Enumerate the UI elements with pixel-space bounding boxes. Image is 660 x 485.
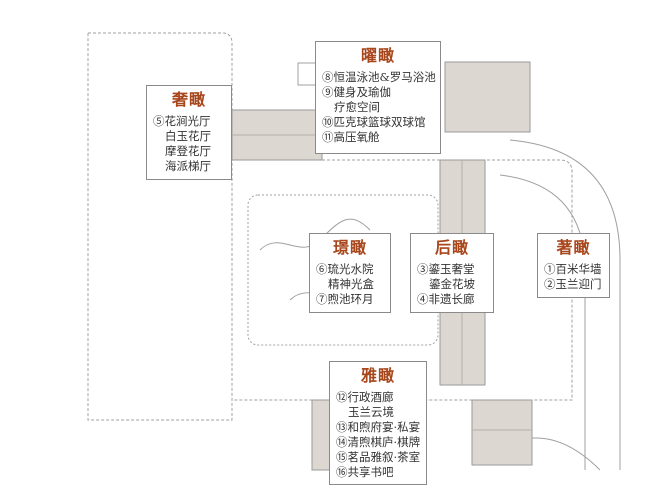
building-south-east	[471, 399, 533, 466]
zone-item: 玉兰云境	[348, 405, 394, 419]
plan-outline-central	[232, 159, 573, 401]
zone-item: ⑯共享书吧	[336, 465, 394, 479]
zone-jingchen: 璟瞰 ⑥琉光水院 精神光盒 ⑦煦池环月	[309, 233, 391, 313]
zone-item: 摩登花厅	[165, 144, 211, 158]
zone-title: 后瞰	[434, 238, 469, 257]
plan-outline-west	[87, 32, 233, 421]
zone-item: ⑪高压氧舱	[322, 130, 380, 144]
zone-item: ③鎏玉奢堂	[417, 262, 475, 276]
building-north-wing	[444, 61, 531, 133]
zone-item: 海派梯厅	[165, 159, 211, 173]
road-curve	[509, 139, 621, 470]
zone-zhuchen: 著瞰 ①百米华墙 ②玉兰迎门	[537, 233, 610, 298]
zone-yaochen: 曜瞰 ⑧恒温泳池&罗马浴池 ⑨健身及瑜伽 疗愈空间 ⑩匹克球篮球双球馆 ⑪高压氧…	[315, 41, 441, 154]
zone-item-list: ⑧恒温泳池&罗马浴池 ⑨健身及瑜伽 疗愈空间 ⑩匹克球篮球双球馆 ⑪高压氧舱	[322, 70, 436, 145]
zone-item: ⑬和煦府宴·私宴	[336, 420, 421, 434]
zone-title: 著瞰	[556, 238, 591, 257]
zone-item: 精神光盒	[328, 277, 374, 291]
zone-item: 鎏金花坡	[429, 277, 475, 291]
zone-item: 白玉花厅	[165, 129, 211, 143]
zone-item: ⑧恒温泳池&罗马浴池	[322, 70, 436, 84]
zone-title: 曜瞰	[360, 46, 395, 65]
zone-houchen: 后瞰 ③鎏玉奢堂 鎏金花坡 ④非遗长廊	[410, 233, 494, 313]
zone-item: ⑮茗品雅叙·茶室	[336, 450, 421, 464]
zone-item: ⑩匹克球篮球双球馆	[322, 115, 426, 129]
zone-item-list: ⑥琉光水院 精神光盒 ⑦煦池环月	[316, 262, 386, 307]
zone-yachen: 雅瞰 ⑫行政酒廊 玉兰云境 ⑬和煦府宴·私宴 ⑭清煦棋庐·棋牌 ⑮茗品雅叙·茶室…	[329, 361, 427, 485]
zone-item: ⑭清煦棋庐·棋牌	[336, 435, 421, 449]
zone-item-list: ⑫行政酒廊 玉兰云境 ⑬和煦府宴·私宴 ⑭清煦棋庐·棋牌 ⑮茗品雅叙·茶室 ⑯共…	[336, 390, 422, 480]
zone-item: ①百米华墙	[544, 262, 602, 276]
zone-item-list: ①百米华墙 ②玉兰迎门	[544, 262, 605, 292]
zone-title: 璟瞰	[332, 238, 367, 257]
zone-title: 雅瞰	[360, 366, 395, 385]
zone-title: 奢瞰	[171, 90, 206, 109]
zone-item: ⑦煦池环月	[316, 292, 374, 306]
zone-item-list: ③鎏玉奢堂 鎏金花坡 ④非遗长廊	[417, 262, 489, 307]
zone-item: ②玉兰迎门	[544, 277, 602, 291]
zone-item: ⑤花涧光厅	[153, 114, 211, 128]
zone-item: ④非遗长廊	[417, 292, 475, 306]
courtyard-outline	[247, 194, 439, 346]
zone-item-list: ⑤花涧光厅 白玉花厅 摩登花厅 海派梯厅	[153, 114, 227, 174]
zone-item: ⑨健身及瑜伽	[322, 85, 391, 99]
zone-item: ⑫行政酒廊	[336, 390, 394, 404]
zone-shechen: 奢瞰 ⑤花涧光厅 白玉花厅 摩登花厅 海派梯厅	[146, 85, 232, 180]
zone-item: 疗愈空间	[334, 100, 380, 114]
zone-item: ⑥琉光水院	[316, 262, 374, 276]
